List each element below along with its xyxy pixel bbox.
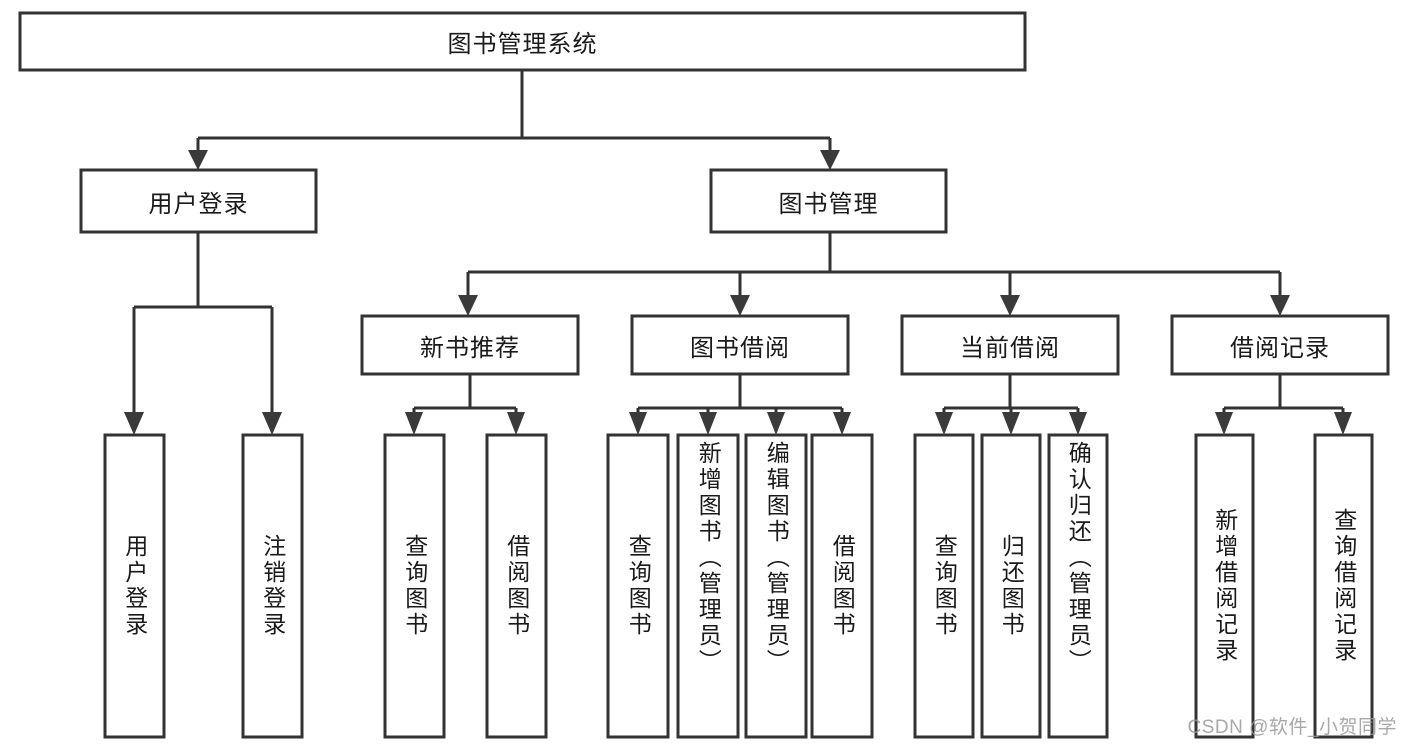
node-box-leaf-bb-1[interactable] (606, 433, 670, 739)
node-box-leaf-cb-2[interactable] (980, 433, 1042, 739)
arrow-to-book-borrow (730, 295, 750, 316)
arrow-leaf-nbr-2 (507, 412, 525, 435)
arrow-leaf-bb-3 (767, 412, 785, 435)
node-box-leaf-user-login-2[interactable] (241, 433, 304, 739)
node-box-leaf-user-login-1[interactable] (103, 433, 166, 739)
node-box-layer (18, 11, 1390, 739)
connector-layer (124, 70, 1352, 435)
arrow-leaf-bb-2 (699, 412, 717, 435)
node-box-leaf-cb-1[interactable] (913, 433, 975, 739)
arrow-leaf-user-login-1 (124, 412, 144, 435)
node-box-leaf-bb-3[interactable] (744, 433, 808, 739)
node-box-leaf-br-1[interactable] (1194, 433, 1255, 739)
node-box-leaf-nbr-1[interactable] (383, 433, 446, 739)
node-box-leaf-bb-4[interactable] (810, 433, 874, 739)
arrow-leaf-br-1 (1215, 412, 1233, 435)
arrow-leaf-bb-1 (629, 412, 647, 435)
arrow-leaf-cb-2 (1002, 412, 1020, 435)
node-box-leaf-nbr-2[interactable] (485, 433, 548, 739)
node-box-leaf-br-2[interactable] (1313, 433, 1374, 739)
arrow-to-book-mgmt (820, 150, 840, 170)
arrow-leaf-bb-4 (833, 412, 851, 435)
node-box-root[interactable] (18, 11, 1027, 72)
node-box-user-login[interactable] (79, 168, 318, 234)
arrow-to-borrow-record (1270, 295, 1290, 316)
arrow-leaf-br-2 (1334, 412, 1352, 435)
arrow-to-user-login (188, 150, 208, 170)
node-box-leaf-bb-2[interactable] (676, 433, 740, 739)
node-box-borrow-record[interactable] (1170, 314, 1390, 376)
arrow-to-new-book (458, 295, 478, 316)
node-box-leaf-cb-3[interactable] (1047, 433, 1109, 739)
arrow-leaf-user-login-2 (262, 412, 282, 435)
node-box-new-book-recommend[interactable] (360, 314, 580, 376)
node-box-book-borrow[interactable] (630, 314, 850, 376)
arrow-to-current-borrow (1000, 295, 1020, 316)
arrow-leaf-cb-3 (1069, 412, 1087, 435)
arrow-leaf-nbr-1 (405, 412, 423, 435)
node-box-book-management[interactable] (709, 168, 948, 234)
node-box-current-borrow[interactable] (900, 314, 1120, 376)
arrow-leaf-cb-1 (935, 412, 953, 435)
